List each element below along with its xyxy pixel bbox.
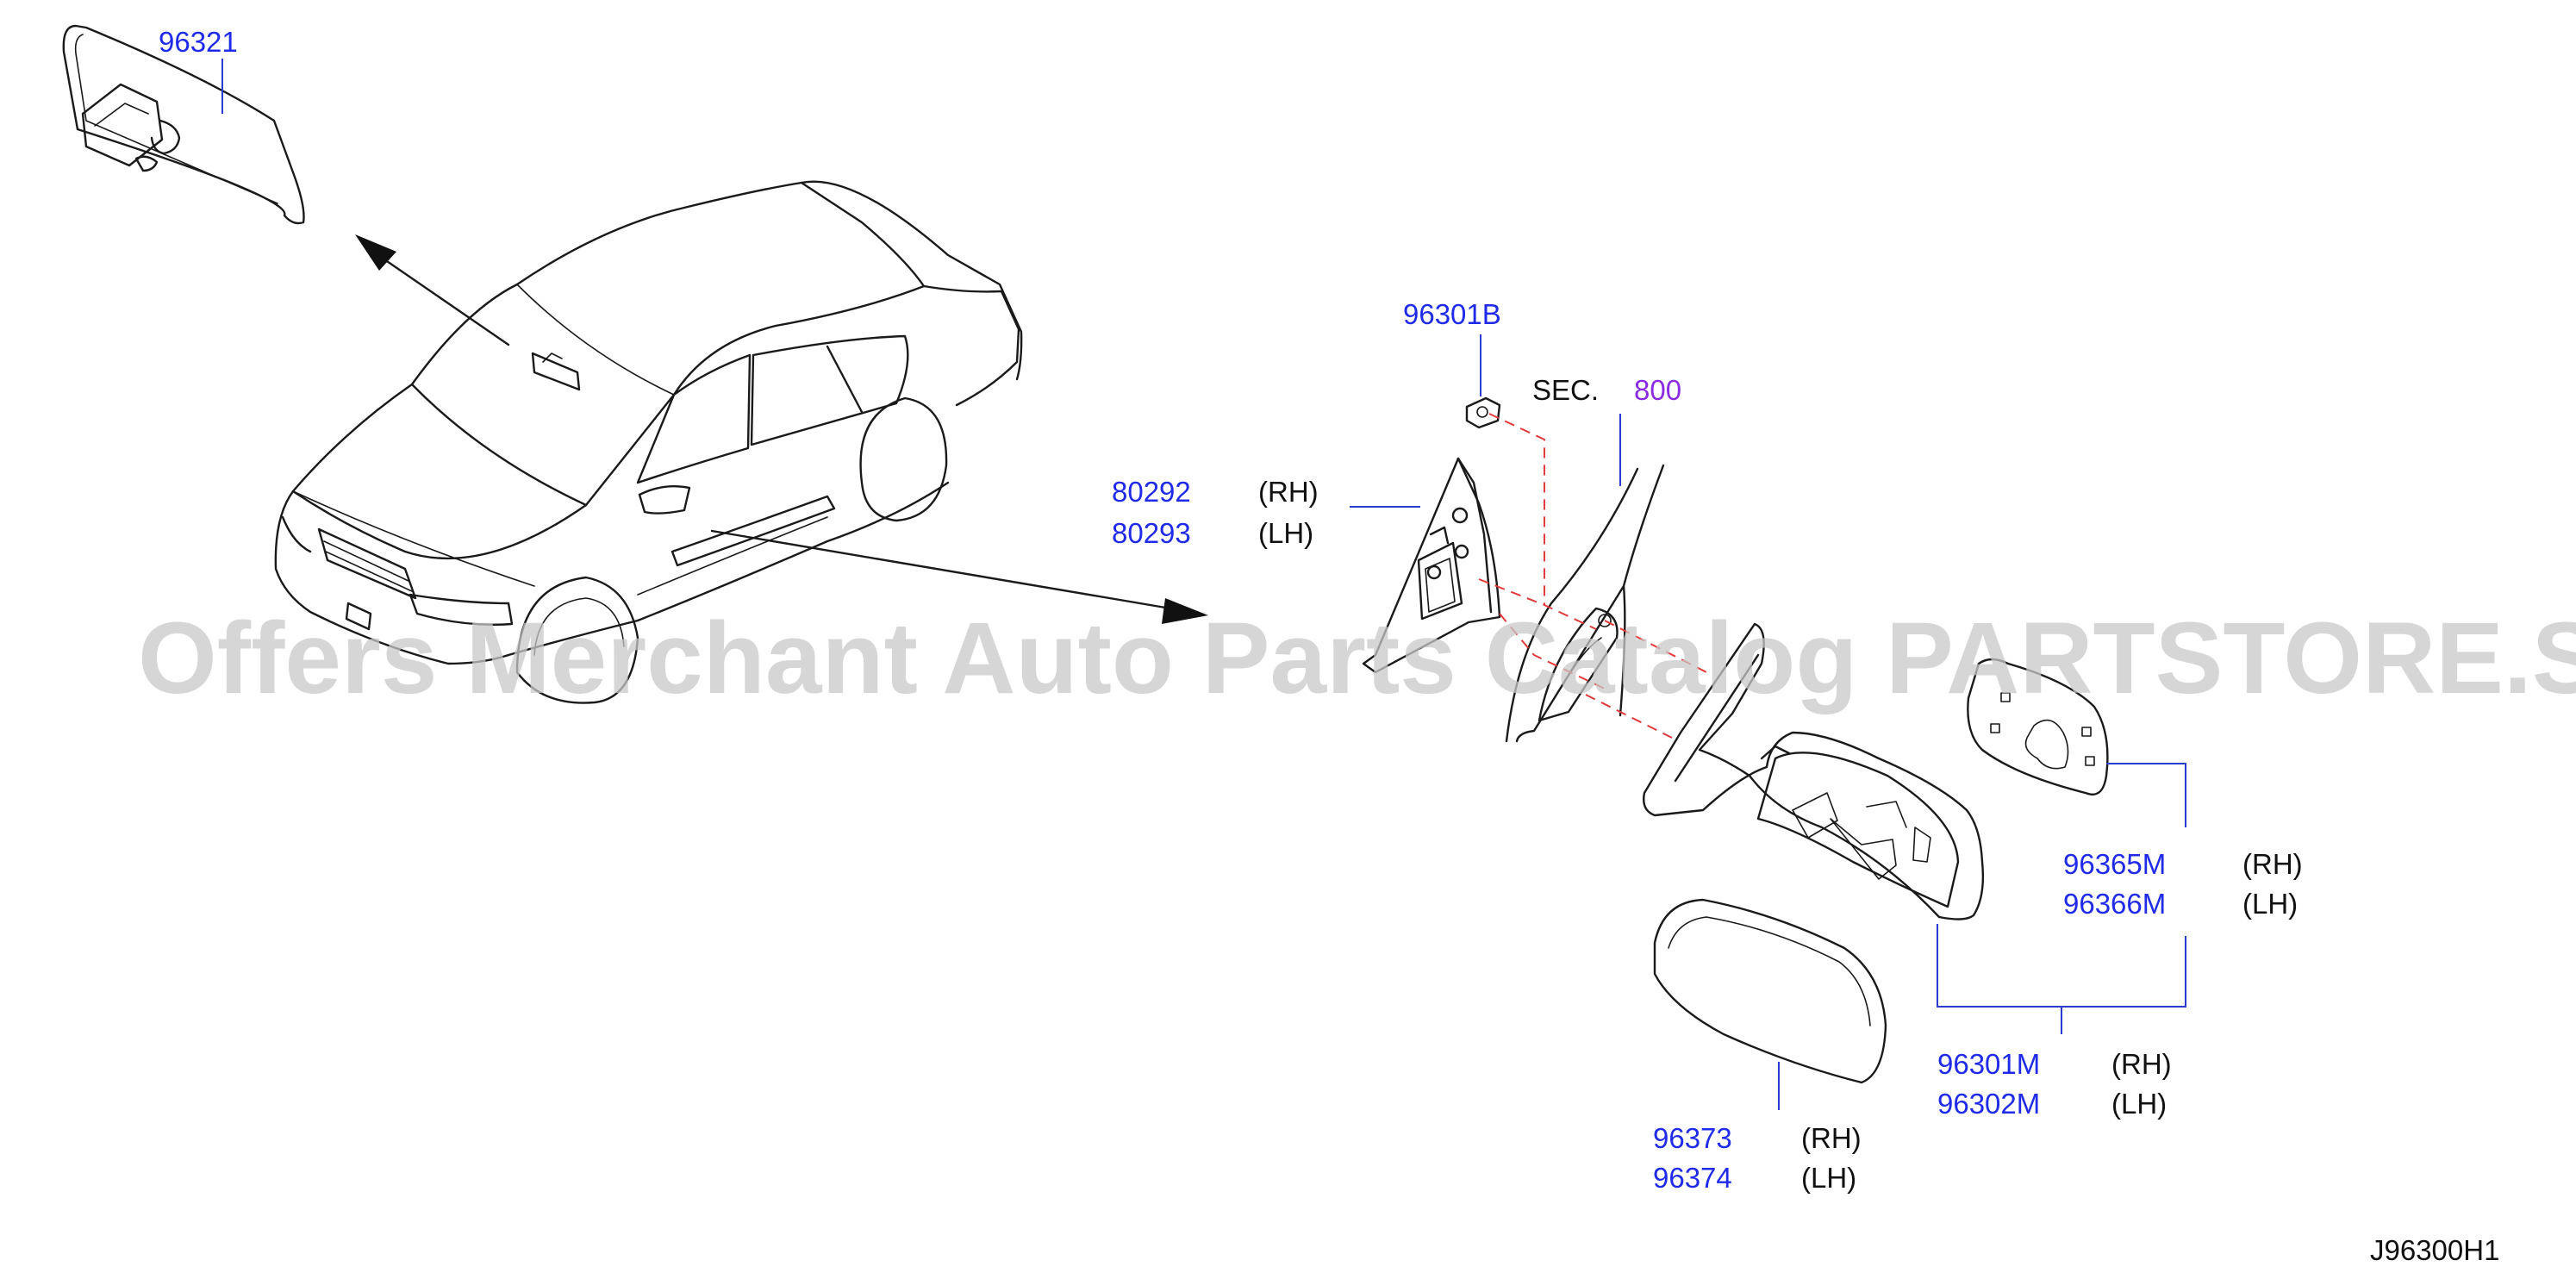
part-number-96365m: 96365M: [2063, 848, 2166, 880]
mirror-glass-icon: [1967, 658, 2109, 795]
part-number-96301b: 96301B: [1403, 298, 1501, 330]
side-label-lh: (LH): [1801, 1162, 1856, 1194]
drawing-code: J96300H1: [2370, 1234, 2499, 1266]
watermark: Offers Merchant Auto Parts Catalog PARTS…: [138, 602, 2576, 715]
part-number-96366m: 96366M: [2063, 888, 2166, 920]
part-number-80293: 80293: [1112, 517, 1191, 549]
side-label-rh: (RH): [2242, 848, 2303, 880]
part-number-96302m: 96302M: [1937, 1088, 2040, 1120]
door-mirror-icon: [1643, 622, 1985, 920]
side-label-lh: (LH): [2111, 1088, 2167, 1120]
part-number-96301m: 96301M: [1937, 1048, 2040, 1080]
mirror-cover-icon: [1653, 898, 1887, 1084]
inside-mirror-icon: [62, 24, 305, 225]
leader-lines: [221, 59, 2186, 1110]
assembly-guides: [1478, 413, 1707, 739]
side-label-rh: (RH): [2111, 1048, 2172, 1080]
side-label-lh: (LH): [2242, 888, 2298, 920]
section-label: SEC.: [1532, 374, 1599, 406]
car-icon: [274, 180, 1023, 704]
clip-icon: [1465, 396, 1501, 429]
side-label-rh: (RH): [1801, 1122, 1862, 1154]
part-number-96374: 96374: [1653, 1162, 1732, 1194]
part-number-96373: 96373: [1653, 1122, 1732, 1154]
section-number: 800: [1634, 374, 1681, 406]
corner-trim-icon: [1362, 457, 1501, 674]
side-label-lh: (LH): [1258, 517, 1313, 549]
arrow-icon: [355, 234, 1208, 624]
door-frame-icon: [1505, 464, 1665, 743]
part-number-96321: 96321: [159, 26, 238, 58]
side-label-rh: (RH): [1258, 476, 1319, 508]
part-number-80292: 80292: [1112, 476, 1191, 508]
